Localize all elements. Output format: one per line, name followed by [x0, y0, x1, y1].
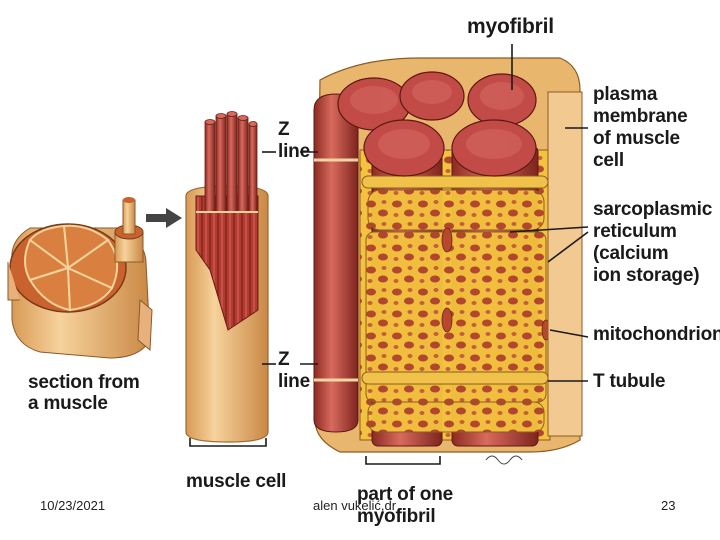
label-sarcoplasmic-line4: ion storage) [593, 265, 712, 287]
label-z-line-top: Z line [278, 119, 310, 163]
label-z-line-bottom-line1: Z [278, 349, 310, 371]
label-z-line-top-line2: line [278, 141, 310, 163]
label-myofibril: myofibril [467, 16, 554, 37]
label-plasma-membrane-line2: membrane [593, 106, 688, 128]
label-sarcoplasmic-reticulum: sarcoplasmic reticulum (calcium ion stor… [593, 199, 712, 287]
label-plasma-membrane-line1: plasma [593, 84, 688, 106]
label-muscle-cell: muscle cell [186, 472, 286, 491]
label-mitochondrion: mitochondrion [593, 325, 720, 344]
label-section-line2: a muscle [28, 393, 140, 414]
label-section-from-muscle: section from a muscle [28, 372, 140, 414]
right-arrow-icon [146, 208, 182, 228]
label-z-line-top-line1: Z [278, 119, 310, 141]
muscle-cell-illustration [186, 112, 268, 447]
label-sarcoplasmic-line1: sarcoplasmic [593, 199, 712, 221]
footer-page-number: 23 [661, 498, 675, 513]
label-sarcoplasmic-line3: (calcium [593, 243, 712, 265]
footer-author: alen vukelić,dr [313, 498, 396, 513]
footer-date: 10/23/2021 [40, 498, 105, 513]
label-plasma-membrane-line4: cell [593, 150, 688, 172]
label-t-tubule: T tubule [593, 372, 665, 391]
muscle-section-illustration [8, 197, 152, 358]
label-plasma-membrane: plasma membrane of muscle cell [593, 84, 688, 172]
label-sarcoplasmic-line2: reticulum [593, 221, 712, 243]
label-z-line-bottom: Z line [278, 349, 310, 393]
myofibril-block-illustration [314, 58, 582, 464]
label-plasma-membrane-line3: of muscle [593, 128, 688, 150]
label-section-line1: section from [28, 372, 140, 393]
label-z-line-bottom-line2: line [278, 371, 310, 393]
